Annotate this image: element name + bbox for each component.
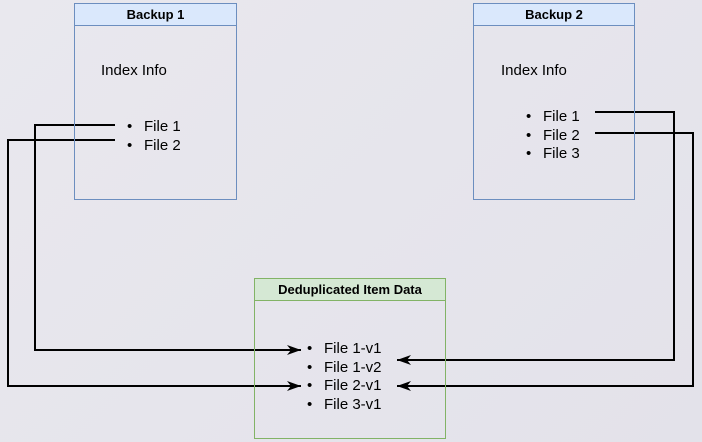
backup1-file-list: File 1File 2 — [127, 118, 181, 155]
list-item: File 3-v1 — [307, 396, 382, 415]
list-item: File 1-v2 — [307, 359, 382, 378]
list-item: File 2-v1 — [307, 377, 382, 396]
list-item: File 2 — [526, 127, 580, 146]
list-item: File 1 — [526, 108, 580, 127]
list-item: File 2 — [127, 137, 181, 156]
list-item: File 1-v1 — [307, 340, 382, 359]
backup2-box: Backup 2 Index Info File 1File 2File 3 — [473, 3, 635, 200]
list-item: File 3 — [526, 145, 580, 164]
dedup-file-list: File 1-v1File 1-v2File 2-v1File 3-v1 — [307, 340, 382, 414]
backup2-title: Backup 2 — [474, 4, 634, 26]
backup1-title: Backup 1 — [75, 4, 236, 26]
list-item: File 1 — [127, 118, 181, 137]
backup1-index-info-label: Index Info — [101, 62, 167, 79]
deduplicated-item-data-box: Deduplicated Item Data File 1-v1File 1-v… — [254, 278, 446, 439]
dedup-title: Deduplicated Item Data — [255, 279, 445, 301]
backup2-index-info-label: Index Info — [501, 62, 567, 79]
backup1-box: Backup 1 Index Info File 1File 2 — [74, 3, 237, 200]
backup2-file-list: File 1File 2File 3 — [526, 108, 580, 164]
